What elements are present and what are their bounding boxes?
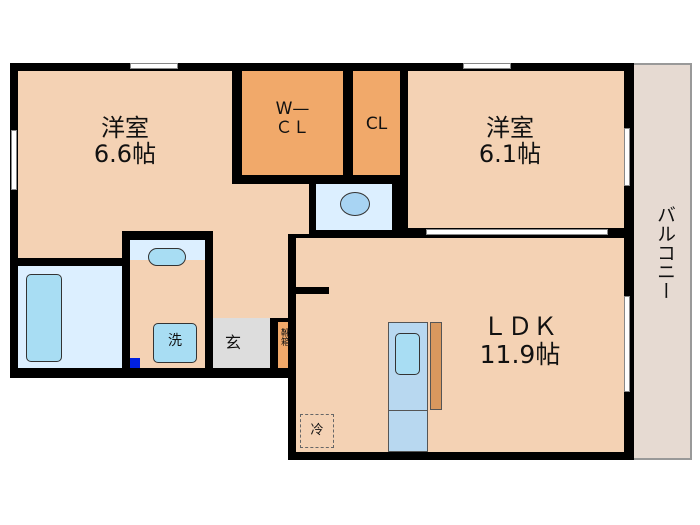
wall-stub [296, 287, 329, 294]
hallway-lower [213, 234, 288, 318]
hallway [213, 184, 309, 234]
kitchen-backsplash [430, 322, 442, 410]
western-room-1-lower [18, 230, 122, 258]
window-top-1 [130, 63, 178, 69]
wcl-label: W—ＣＬ [242, 100, 343, 137]
window-right-2 [624, 296, 630, 392]
shoe-box: 靴箱 [278, 322, 289, 368]
room-name: 洋室 [101, 114, 149, 142]
stove [388, 410, 428, 452]
cl-label: CL [365, 114, 388, 134]
window-top-2 [463, 63, 511, 69]
room-name: 洋室 [486, 114, 534, 142]
toilet-bowl [340, 192, 370, 216]
wcl-line1: W— [275, 99, 310, 119]
western-room-1 [18, 71, 232, 231]
washer: 洗 [153, 323, 197, 363]
room-size: 6.1帖 [478, 140, 542, 169]
closet [353, 71, 400, 175]
balcony-label: バルコニー [654, 205, 676, 300]
western-room-2 [408, 71, 624, 228]
shoe-box-label: 靴箱 [279, 328, 289, 346]
window-left [11, 130, 17, 190]
room-name: ＬＤＫ [482, 312, 558, 341]
walk-in-closet [242, 71, 343, 175]
drain-marker [130, 358, 140, 368]
genkan: 玄 [213, 318, 270, 368]
wcl-line2: ＣＬ [275, 117, 310, 138]
window-right-1 [624, 128, 630, 186]
ldk [296, 238, 624, 452]
fridge-space: 冷 [300, 414, 334, 448]
sliding-door[interactable] [426, 229, 608, 235]
kitchen-sink [395, 333, 420, 375]
genkan-label: 玄 [224, 333, 241, 352]
sink [148, 248, 186, 266]
fridge-label: 冷 [310, 423, 324, 438]
room-size: 6.6帖 [93, 140, 157, 169]
washer-label: 洗 [168, 333, 182, 349]
room-size: 11.9帖 [479, 339, 561, 369]
bathtub [26, 274, 62, 362]
